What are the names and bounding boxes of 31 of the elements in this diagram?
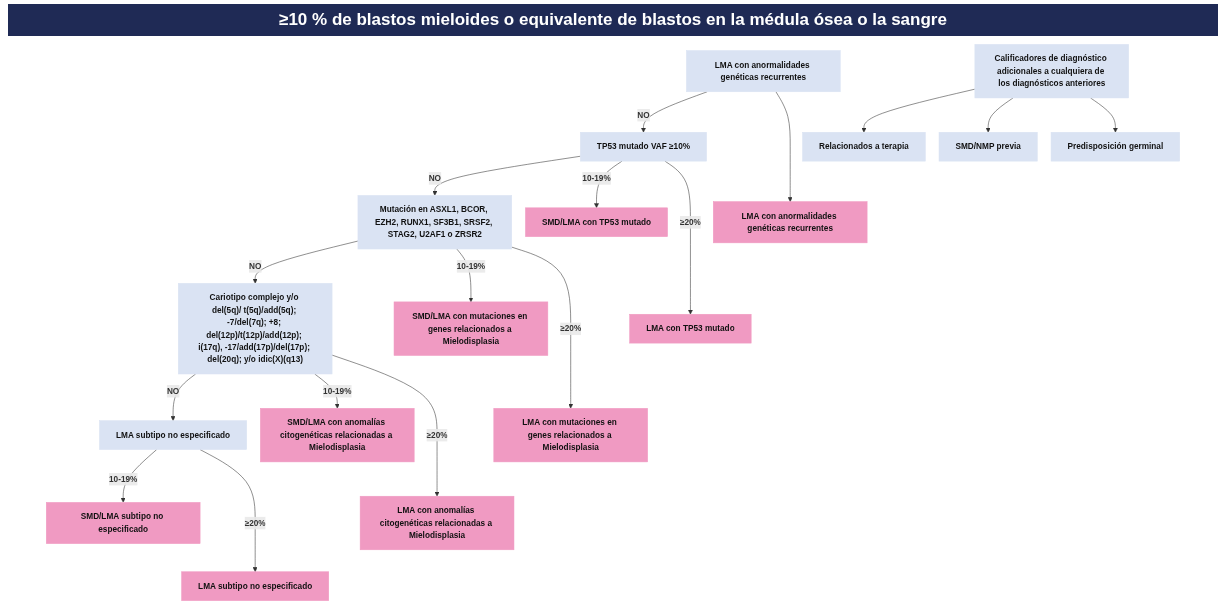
node-box: SMD/LMA subtipo no especificado <box>46 502 201 544</box>
node-box: LMA con mutaciones en genes relacionados a Mielodisplasia <box>493 408 648 463</box>
node-box: TP53 mutado VAF ≥10% <box>580 132 707 162</box>
edge-label: 10-19% <box>582 173 611 183</box>
edge-label: ≥20% <box>426 430 448 440</box>
node-box: LMA subtipo no especificado <box>99 420 247 450</box>
node-box: LMA con TP53 mutado <box>629 314 752 344</box>
node-box: LMA con anormalidades genéticas recurrentes <box>713 201 868 244</box>
edge-label: NO <box>166 386 180 396</box>
node-box: LMA subtipo no especificado <box>181 571 329 601</box>
edge-label: ≥20% <box>679 217 701 227</box>
title-band: ≥10 % de blastos mieloides o equivalente de blastos en la médula ósea o la sangre <box>8 4 1218 36</box>
edge-label: 10-19% <box>108 473 138 484</box>
node-box: Mutación en ASXL1, BCOR, EZH2, RUNX1, SF3B1, SRSF2, STAG2, U2AF1 o ZRSR2 <box>357 195 513 250</box>
edge-label: NO <box>248 261 262 271</box>
edge-label: NO <box>428 173 442 183</box>
node-box: SMD/NMP previa <box>938 132 1038 162</box>
edge-label: 10-19% <box>323 386 352 396</box>
edge-label: NO <box>637 110 650 120</box>
node-box: SMD/LMA con mutaciones en genes relacionados a Mielodisplasia <box>393 301 549 356</box>
edge-label: 10-19% <box>456 261 486 271</box>
node-box: Predisposición germinal <box>1050 132 1180 162</box>
node-box: SMD/LMA con TP53 mutado <box>525 207 668 237</box>
node-box: LMA con anomalías citogenéticas relacionadas a Mielodisplasia <box>359 495 515 551</box>
node-box: Calificadores de diagnóstico adicionales a cualquiera de los diagnósticos anteriores <box>974 44 1129 99</box>
node-box: SMD/LMA con anomalías citogenéticas relacionadas a Mielodisplasia <box>260 408 415 463</box>
node-box: Relacionados a terapia <box>802 132 926 162</box>
edge-label: ≥20% <box>244 517 266 528</box>
node-box: LMA con anormalidades genéticas recurrentes <box>686 50 841 93</box>
edge-label: ≥20% <box>560 323 582 333</box>
node-box: Cariotipo complejo y/o del(5q)/ t(5q)/add(5q); -7/del(7q); +8; del(12p)/t(12p)/add(12p); i(17q), -17/add(17p)/del(17p); del(20q); y/o idic(X)(q13) <box>178 283 333 375</box>
